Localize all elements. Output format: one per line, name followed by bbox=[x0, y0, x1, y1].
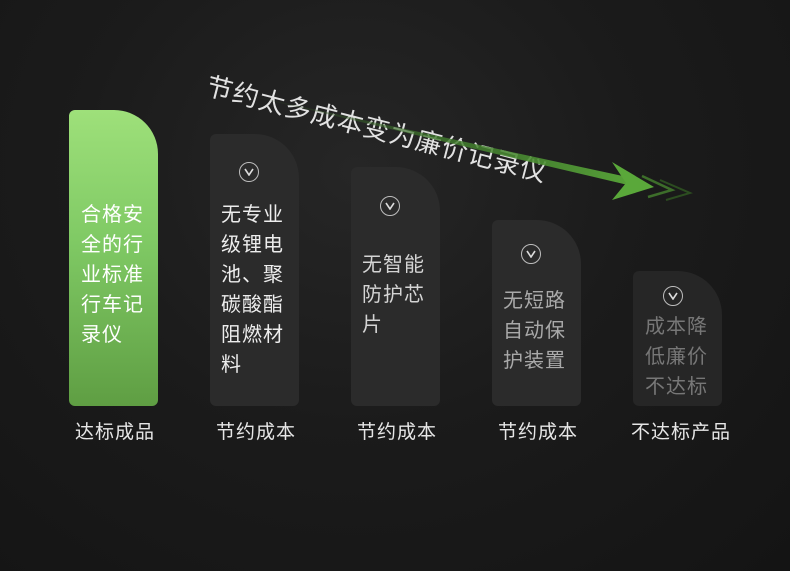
card-cost-cut-protection: 无短路 自动保 护装置 bbox=[492, 220, 581, 406]
column-label: 节约成本 bbox=[356, 421, 437, 443]
column-label: 节约成本 bbox=[497, 421, 578, 443]
check-v-icon bbox=[380, 196, 400, 216]
card-text: 无短路 自动保 护装置 bbox=[503, 288, 566, 372]
column-label: 节约成本 bbox=[215, 421, 296, 443]
card-text: 成本降 低廉价 不达标 bbox=[645, 314, 708, 398]
check-v-icon bbox=[663, 286, 683, 306]
card-text: 无专业 级锂电 池、聚 碳酸酯 阻燃材 料 bbox=[221, 202, 284, 376]
column-label: 达标成品 bbox=[74, 421, 155, 443]
check-v-icon bbox=[239, 162, 259, 182]
card-text: 无智能 防护芯 片 bbox=[362, 252, 425, 336]
card-qualified-product: 合格安 全的行 业标准 行车记 录仪 bbox=[69, 110, 158, 406]
card-cost-cut-chip: 无智能 防护芯 片 bbox=[351, 167, 440, 406]
check-v-icon bbox=[521, 244, 541, 264]
column-label: 不达标产品 bbox=[630, 421, 731, 443]
card-substandard-product: 成本降 低廉价 不达标 bbox=[633, 271, 722, 406]
card-cost-cut-battery: 无专业 级锂电 池、聚 碳酸酯 阻燃材 料 bbox=[210, 134, 299, 406]
card-text: 合格安 全的行 业标准 行车记 录仪 bbox=[81, 202, 144, 346]
